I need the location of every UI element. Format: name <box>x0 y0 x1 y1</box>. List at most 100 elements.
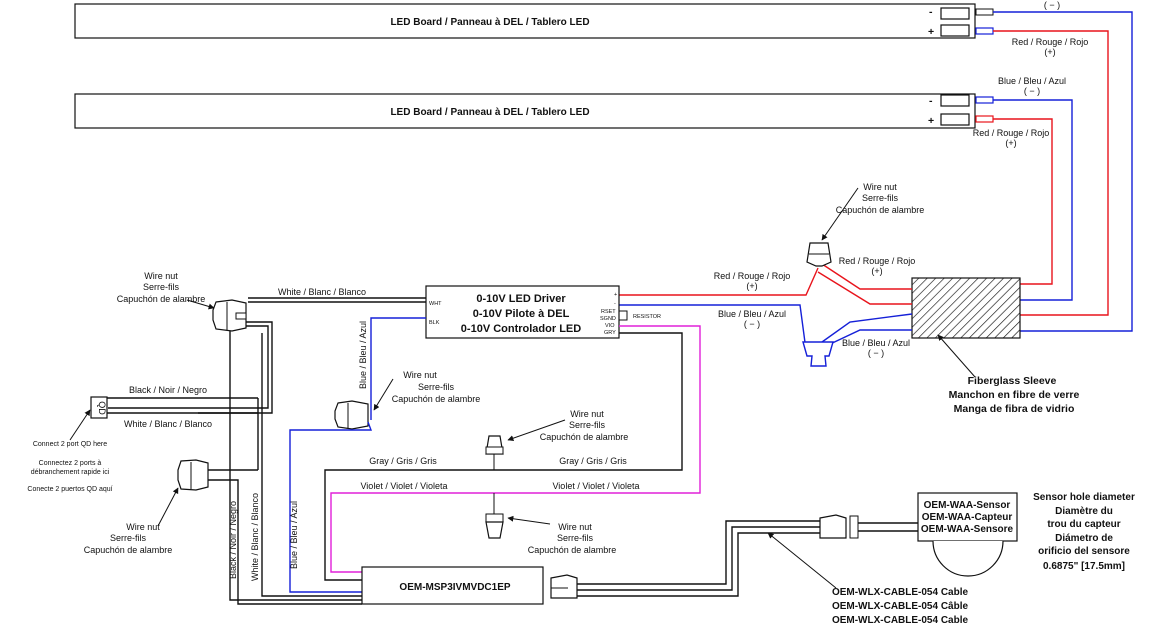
sensor-label-1: OEM-WAA-Sensor <box>924 500 1011 511</box>
sensor-label-2: OEM-WAA-Capteur <box>922 512 1013 523</box>
wirenut-violet-l2: Serre-fils <box>557 533 594 543</box>
board2-red-wire <box>993 118 1053 285</box>
wirenut-blue <box>802 341 834 367</box>
blue-label-vertical-top: Blue / Bleu / Azul <box>358 321 368 389</box>
wirenut-violet-l3: Capuchón de alambre <box>528 545 617 555</box>
driver-pin-blk: BLK <box>429 320 440 326</box>
wirenut-gray-l2: Serre-fils <box>569 420 606 430</box>
qd-note1: Connect 2 port QD here <box>33 441 107 448</box>
sensor-hole-l5: orificio del sensore <box>1038 546 1130 557</box>
wirenut-blue-l1: Wire nut <box>403 370 437 380</box>
wirenut-gray-arrow <box>507 419 566 442</box>
cable-wire-c <box>577 532 820 597</box>
driver-red-plus: (+) <box>746 281 757 291</box>
led-board-1-label: LED Board / Panneau à DEL / Tablero LED <box>390 17 589 28</box>
violet-label-right: Violet / Violet / Violeta <box>552 481 639 491</box>
board2-neg-ferrule <box>975 96 994 104</box>
resistor-label: RESISTOR <box>633 314 661 320</box>
module-plug <box>550 574 578 599</box>
white-wire-loop-a <box>198 321 273 414</box>
wirenut-gray-l1: Wire nut <box>570 409 604 419</box>
driver-pin-wht: WHT <box>429 301 442 307</box>
gray-wire-driver <box>494 332 683 471</box>
cable-connector <box>819 514 859 539</box>
cable-label-1: OEM-WLX-CABLE-054 Cable <box>832 587 969 598</box>
sleeve-blue-b <box>825 329 912 347</box>
wirenut-lower-left <box>177 459 209 491</box>
sleeve-blue-a <box>821 313 913 343</box>
blue-label-vertical-bottom: Blue / Bleu / Azul <box>289 501 299 569</box>
wirenut-violet <box>485 493 504 539</box>
wirenut-ll-arrow <box>157 487 179 527</box>
wirenut-tl-l1: Wire nut <box>144 271 178 281</box>
fiberglass-arrow <box>937 334 976 378</box>
sensor: OEM-WAA-Sensor OEM-WAA-Capteur OEM-WAA-S… <box>917 492 1018 577</box>
driver-blk-blue-wire <box>370 317 426 420</box>
led-board-2: LED Board / Panneau à DEL / Tablero LED … <box>74 93 976 129</box>
led-board-1-pos-terminal <box>940 24 970 37</box>
wirenut-gray <box>485 435 504 470</box>
cable-wire-b <box>577 526 820 591</box>
sensor-module: OEM-MSP3IVMVDC1EP <box>361 566 544 605</box>
board1-pos-label: (+) <box>1044 47 1055 57</box>
fiberglass-sleeve <box>911 277 1021 339</box>
driver-red-label: Red / Rouge / Rojo <box>714 271 791 281</box>
wirenut-tl-l2: Serre-fils <box>143 282 180 292</box>
wirenut-blue-l2: Serre-fils <box>418 382 455 392</box>
led-board-1-plus: + <box>928 26 934 38</box>
violet-wire-module <box>330 492 494 573</box>
black-label-vertical: Black / Noir / Negro <box>228 501 238 579</box>
led-board-1: LED Board / Panneau à DEL / Tablero LED … <box>74 3 976 39</box>
wirenut-blue-arrow <box>373 378 394 411</box>
driver-pin-plus: + <box>614 292 617 298</box>
black-label-qd: Black / Noir / Negro <box>129 385 207 395</box>
wirenut-ll-l2: Serre-fils <box>110 533 147 543</box>
led-board-2-neg-terminal <box>940 94 970 107</box>
board1-neg-ferrule <box>975 8 994 16</box>
wirenut-gray-l3: Capuchón de alambre <box>540 432 629 442</box>
wirenut-top-l2: Serre-fils <box>862 193 899 203</box>
qd-connector: QD <box>90 396 259 470</box>
blue-wire-to-module <box>289 421 373 593</box>
driver-pin-minus: - <box>614 301 616 307</box>
wirenut-top-l1: Wire nut <box>863 182 897 192</box>
qd-arrow <box>69 409 91 441</box>
sleeve-blue-label: Blue / Bleu / Azul <box>842 338 910 348</box>
board2-pos-label: (+) <box>1005 138 1016 148</box>
white-wire-down <box>229 331 362 601</box>
led-board-2-pos-terminal <box>940 113 970 126</box>
wirenut-red <box>806 242 832 267</box>
driver-blue-label: Blue / Bleu / Azul <box>718 309 786 319</box>
led-board-1-neg-terminal <box>940 7 970 20</box>
fiberglass-label-es: Manga de fibra de vidrio <box>954 403 1075 415</box>
driver-blue-wire <box>619 304 807 351</box>
wirenut-violet-l1: Wire nut <box>558 522 592 532</box>
board2-neg-label: ( − ) <box>1024 86 1040 96</box>
violet-label-left: Violet / Violet / Violeta <box>360 481 447 491</box>
fiberglass-label-en: Fiberglass Sleeve <box>968 375 1057 387</box>
sensor-hole-l2: Diamètre du <box>1055 506 1113 517</box>
sensor-label-3: OEM-WAA-Sensore <box>921 524 1014 535</box>
wirenut-blue-mid <box>334 400 369 430</box>
driver-red-wire <box>619 267 819 296</box>
board2-blue-label: Blue / Bleu / Azul <box>998 76 1066 86</box>
driver-pin-vio: VIO <box>605 323 615 329</box>
led-board-2-minus: - <box>929 95 933 107</box>
wirenut-blue-l3: Capuchón de alambre <box>392 394 481 404</box>
wirenut-tl-arrow <box>186 299 215 310</box>
board1-neg-label: ( − ) <box>1044 0 1060 10</box>
sleeve-red-plus: (+) <box>871 266 882 276</box>
white-label-vertical: White / Blanc / Blanco <box>250 493 260 581</box>
driver-blue-minus: ( − ) <box>744 319 760 329</box>
cable-label-3: OEM-WLX-CABLE-054 Cable <box>832 615 969 626</box>
wirenut-top-left <box>212 299 247 332</box>
driver-line3: 0-10V Controlador LED <box>461 323 581 335</box>
sleeve-red-label: Red / Rouge / Rojo <box>839 256 916 266</box>
cable-label-2: OEM-WLX-CABLE-054 Câble <box>832 601 969 612</box>
wirenut-ll-l3: Capuchón de alambre <box>84 545 173 555</box>
sensor-hole-l6: 0.6875" [17.5mm] <box>1043 561 1125 572</box>
led-board-2-label: LED Board / Panneau à DEL / Tablero LED <box>390 107 589 118</box>
driver-pin-sgnd: SGND <box>600 316 616 322</box>
sensor-hole-l3: trou du capteur <box>1047 519 1120 530</box>
